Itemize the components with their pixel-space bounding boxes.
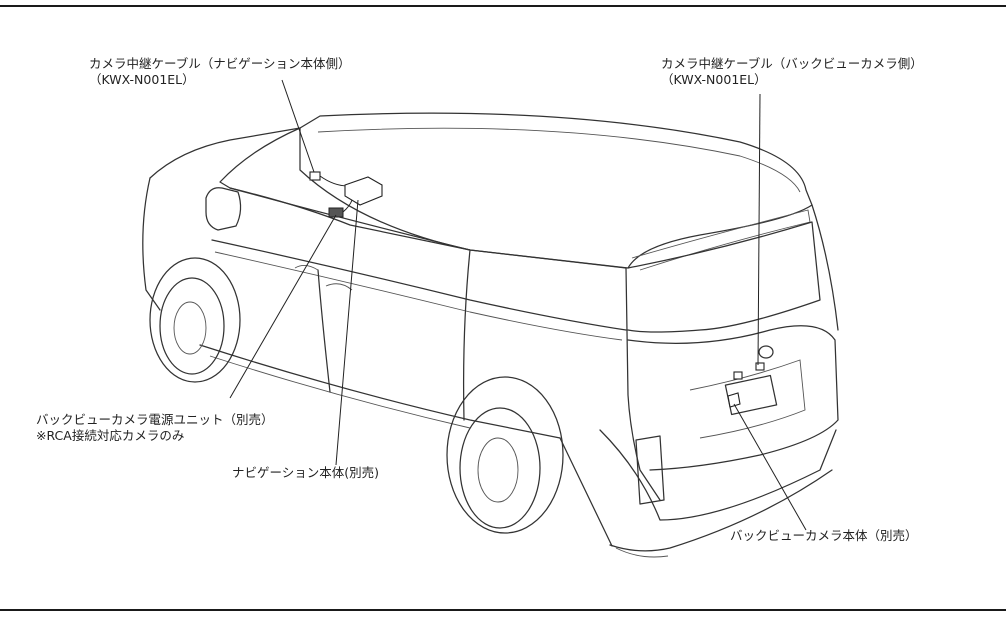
label-relay-cable-cam-line1: カメラ中継ケーブル（バックビューカメラ側） xyxy=(661,56,923,71)
bottom-border-line xyxy=(0,609,1006,611)
power-unit-cable xyxy=(342,199,353,213)
label-relay-cable-nav-line2: （KWX-N001EL） xyxy=(89,72,195,87)
label-back-camera-body: バックビューカメラ本体（別売） xyxy=(730,528,918,544)
rear-wheel xyxy=(459,407,541,529)
rear-emblem xyxy=(758,345,774,359)
rear-pillar-right xyxy=(811,204,839,331)
navigation-unit xyxy=(344,176,383,206)
side-mirror xyxy=(205,187,242,231)
label-camera-power-unit: バックビューカメラ電源ユニット（別売） ※RCA接続対応カメラのみ xyxy=(36,412,274,444)
belt-line xyxy=(211,239,627,331)
slide-door-edge xyxy=(462,249,471,421)
relay-connector-cam-1 xyxy=(733,371,743,380)
leader-relay-nav xyxy=(281,79,315,173)
rear-wheel-arch xyxy=(446,376,564,534)
b-pillar xyxy=(317,269,331,393)
rear-quarter xyxy=(625,267,661,501)
sill-line xyxy=(199,344,561,439)
label-relay-cable-cam-line2: （KWX-N001EL） xyxy=(661,72,767,87)
front-wheel-arch xyxy=(149,257,241,383)
front-hood xyxy=(149,127,301,179)
leader-relay-cam xyxy=(757,93,761,366)
tailgate xyxy=(627,325,839,471)
side-window-top xyxy=(229,187,627,269)
top-border-line xyxy=(0,5,1006,7)
leader-power-unit xyxy=(229,214,337,399)
roof-spoiler xyxy=(631,209,811,271)
bumper-side xyxy=(559,437,613,547)
rear-window xyxy=(627,221,821,333)
rear-bumper xyxy=(599,429,837,521)
front-wheel-hub xyxy=(173,301,207,355)
relay-cable-nav xyxy=(319,175,349,187)
back-camera xyxy=(727,392,741,408)
bumper-lip xyxy=(615,547,669,558)
belt-line-lower xyxy=(214,251,623,341)
label-navigation-unit: ナビゲーション本体(別売) xyxy=(232,465,379,481)
power-unit xyxy=(328,207,344,218)
bumper-lower xyxy=(609,469,833,552)
label-power-unit-line1: バックビューカメラ電源ユニット（別売） xyxy=(36,412,274,427)
door-handle-front xyxy=(294,265,319,271)
roof-inner-line xyxy=(317,127,801,193)
label-camera-body-text: バックビューカメラ本体（別売） xyxy=(730,528,918,543)
label-relay-cable-nav-line1: カメラ中継ケーブル（ナビゲーション本体側） xyxy=(89,56,351,71)
leader-camera-body xyxy=(733,403,807,531)
front-wheel xyxy=(159,277,225,375)
relay-connector-cam-2 xyxy=(755,362,765,371)
sill-inner xyxy=(209,355,471,429)
tail-light xyxy=(635,435,665,505)
relay-connector-nav xyxy=(309,171,321,181)
label-nav-unit-text: ナビゲーション本体(別売) xyxy=(232,465,380,480)
label-relay-cable-nav-side: カメラ中継ケーブル（ナビゲーション本体側） （KWX-N001EL） xyxy=(89,56,351,88)
tailgate-inner xyxy=(689,359,806,439)
leader-nav-unit xyxy=(335,199,359,466)
label-relay-cable-camera-side: カメラ中継ケーブル（バックビューカメラ側） （KWX-N001EL） xyxy=(661,56,923,88)
door-handle-rear xyxy=(325,283,353,291)
front-body xyxy=(142,177,161,311)
rear-wheel-hub xyxy=(477,437,519,503)
label-power-unit-line2: ※RCA接続対応カメラのみ xyxy=(36,428,185,443)
